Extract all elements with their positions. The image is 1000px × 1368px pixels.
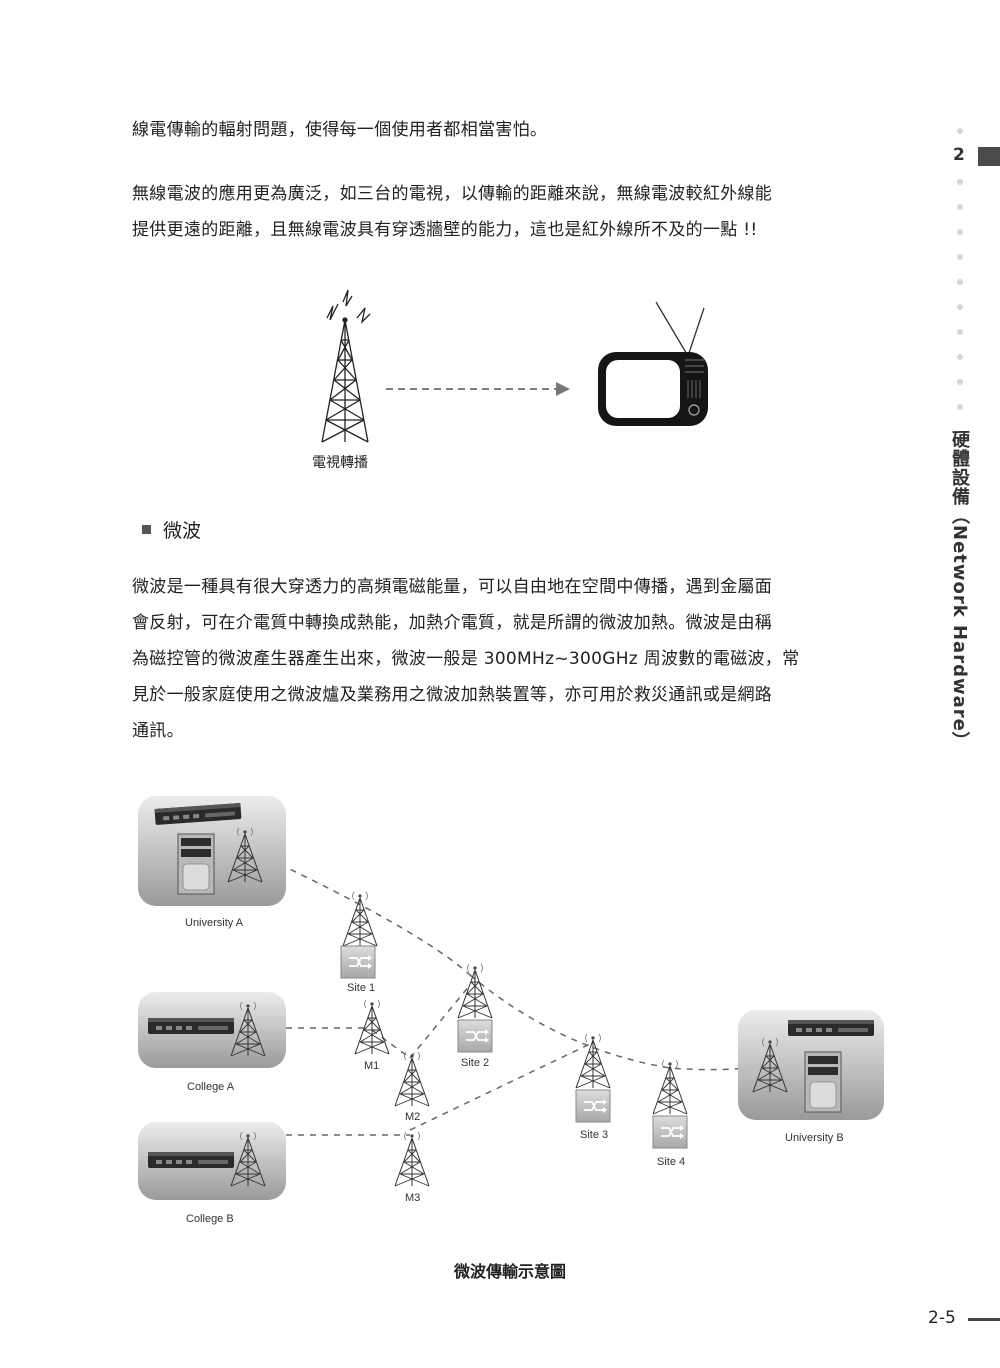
- link-m2-site2: [409, 984, 471, 1059]
- site4-node: [652, 1059, 688, 1149]
- section-heading-text: 微波: [163, 520, 202, 542]
- page-number-rule: [968, 1318, 1000, 1321]
- link-m1-m2: [371, 1029, 411, 1059]
- label-university-b: University B: [785, 1132, 844, 1144]
- sidebar-dot: [957, 379, 963, 385]
- chapter-tab-marker: [978, 147, 1000, 166]
- paragraph-radio-waves: 無線電波的應用更為廣泛，如三台的電視，以傳輸的距離來說，無線電波較紅外線能 提供…: [132, 176, 892, 248]
- label-site3: Site 3: [580, 1129, 608, 1141]
- text-line: 通訊。: [132, 721, 184, 741]
- sidebar-dot: [957, 404, 963, 410]
- sidebar-dot: [957, 354, 963, 360]
- m2-relay-tower-icon: [394, 1051, 430, 1107]
- link-m3-site3: [409, 1043, 591, 1131]
- label-site4: Site 4: [657, 1156, 685, 1168]
- text-line: 線電傳輸的輻射問題，使得每一個使用者都相當害怕。: [132, 120, 548, 140]
- sidebar-dot: [957, 304, 963, 310]
- square-bullet-icon: [142, 525, 151, 534]
- university-a-node: [138, 796, 286, 906]
- sidebar-dot: [957, 229, 963, 235]
- university-b-node: [738, 1010, 884, 1120]
- label-m2: M2: [405, 1111, 420, 1123]
- label-college-a: College A: [187, 1081, 235, 1093]
- paragraph-intro-continuation: 線電傳輸的輻射問題，使得每一個使用者都相當害怕。: [132, 112, 892, 148]
- sidebar-dot: [957, 279, 963, 285]
- microwave-links: [250, 853, 771, 1136]
- label-site2: Site 2: [461, 1057, 489, 1069]
- college-a-node: [138, 992, 286, 1068]
- text-line: 無線電波的應用更為廣泛，如三台的電視，以傳輸的距離來說，無線電波較紅外線能: [132, 184, 773, 204]
- label-m1: M1: [364, 1060, 379, 1072]
- section-heading: 微波: [142, 517, 201, 545]
- sidebar-dot: [957, 179, 963, 185]
- text-line: 提供更遠的距離，且無線電波具有穿透牆壁的能力，這也是紅外線所不及的一點 !!: [132, 220, 758, 240]
- sidebar-dot: [957, 329, 963, 335]
- sidebar-dot: [957, 254, 963, 260]
- page-number: 2-5: [928, 1308, 956, 1328]
- chapter-title: 硬體設備（Network Hardware）: [949, 430, 970, 751]
- chapter-number: 2: [953, 145, 965, 165]
- tower-caption: 電視轉播: [312, 455, 368, 471]
- text-line: 會反射，可在介電質中轉換成熱能，加熱介電質，就是所謂的微波加熱。微波是由稱: [132, 613, 773, 633]
- label-site1: Site 1: [347, 982, 375, 994]
- label-college-b: College B: [186, 1213, 234, 1225]
- m1-relay-tower-icon: [354, 999, 390, 1055]
- link-site2-university-b: [469, 974, 771, 1071]
- figure-caption: 微波傳輸示意圖: [453, 1262, 566, 1281]
- sidebar-dot: [957, 128, 963, 134]
- text-line: 微波是一種具有很大穿透力的高頻電磁能量，可以自由地在空間中傳播，遇到金屬面: [132, 577, 773, 597]
- sidebar-dot: [957, 204, 963, 210]
- site3-node: [575, 1033, 611, 1123]
- label-m3: M3: [405, 1192, 420, 1204]
- site2-node: [457, 963, 493, 1053]
- m3-relay-tower-icon: [394, 1131, 430, 1187]
- paragraph-microwave: 微波是一種具有很大穿透力的高頻電磁能量，可以自由地在空間中傳播，遇到金屬面 會反…: [132, 569, 892, 749]
- label-university-a: University A: [185, 917, 244, 929]
- text-line: 見於一般家庭使用之微波爐及業務用之微波加熱裝置等，亦可用於救災通訊或是網路: [132, 685, 773, 705]
- text-line: 為磁控管的微波產生器產生出來，微波一般是 300MHz~300GHz 周波數的電…: [132, 649, 800, 669]
- college-b-node: [138, 1122, 286, 1200]
- arrow-head-icon: [556, 382, 570, 396]
- television-icon: [598, 301, 708, 426]
- broadcast-tower-icon: [321, 289, 371, 443]
